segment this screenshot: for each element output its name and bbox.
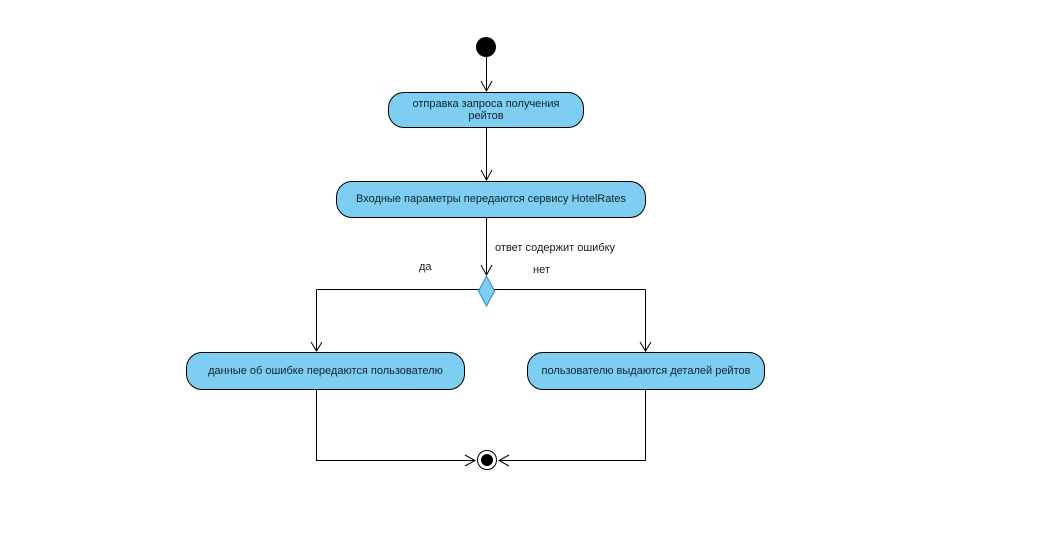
- edge-label-condition: ответ содержит ошибку: [495, 242, 616, 254]
- action-send-request-label: отправка запроса получения рейтов: [412, 97, 560, 122]
- action-rates-details[interactable]: пользователю выдаются деталей рейтов: [527, 352, 765, 390]
- activity-final-node[interactable]: [477, 450, 497, 470]
- arrowhead-final-right: [497, 454, 510, 467]
- arrowhead-into-params: [480, 169, 493, 182]
- edge-label-yes: да: [419, 261, 432, 273]
- edge-details-to-final: [500, 390, 646, 461]
- activity-final-core: [481, 454, 493, 466]
- decision-node[interactable]: [477, 274, 496, 308]
- action-send-request[interactable]: отправка запроса получения рейтов: [388, 92, 584, 128]
- arrowhead-into-details: [639, 341, 652, 352]
- edge-label-no: нет: [533, 264, 550, 276]
- arrowhead-into-send: [480, 80, 493, 93]
- action-error-to-user-label: данные об ошибке передаются пользователю: [208, 364, 443, 377]
- action-error-to-user[interactable]: данные об ошибке передаются пользователю: [186, 352, 465, 390]
- initial-node[interactable]: [476, 37, 496, 57]
- arrowhead-final-left: [464, 454, 477, 467]
- action-pass-params-label: Входные параметры передаются сервису Hot…: [355, 193, 626, 206]
- arrowhead-into-error: [310, 341, 323, 352]
- action-pass-params[interactable]: Входные параметры передаются сервису Hot…: [336, 181, 646, 218]
- edge-error-to-final: [316, 390, 474, 461]
- action-rates-details-label: пользователю выдаются деталей рейтов: [541, 364, 751, 377]
